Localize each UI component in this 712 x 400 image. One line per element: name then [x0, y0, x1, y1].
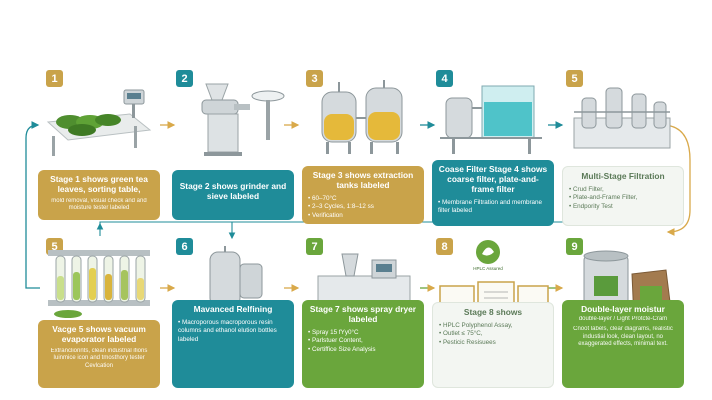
- extraction-tanks-icon: [302, 78, 424, 160]
- stage-title: Coase Filter Stage 4 shows coarse filter…: [438, 165, 548, 195]
- bullet: Outlet ≤ 75°C,: [439, 330, 547, 339]
- stage-title: Multi-Stage Filtration: [569, 172, 677, 182]
- stage-card: Vacge 5 shows vacuum evaporator labeled …: [38, 320, 160, 388]
- bullet: Crud Filter,: [569, 186, 677, 195]
- grinder-sieve-icon: [172, 78, 294, 160]
- stage-subtitle: mold removal, visual check and and moist…: [44, 198, 154, 213]
- stage-card: Stage 3 shows extraction tanks labeled 6…: [302, 166, 424, 224]
- tea-leaves-table-icon: [38, 78, 160, 160]
- stage-title: Mavanced Relfining: [178, 305, 288, 315]
- bullet: Endpority Test: [569, 203, 677, 212]
- bullet: Membrane Filtration and membrane filter …: [438, 199, 548, 216]
- bullet: Verification: [308, 212, 418, 221]
- stage-title: Stage 1 shows green tea leaves, sorting …: [44, 175, 154, 195]
- stage-title: Stage 7 shows spray dryer labeled: [308, 305, 418, 325]
- stage-card: Stage 7 shows spray dryer labeled Spray …: [302, 300, 424, 388]
- stage-bullets: Macroporous macroporous resin columns an…: [178, 319, 288, 345]
- stage-card: Coase Filter Stage 4 shows coarse filter…: [432, 160, 554, 226]
- bullet: Pesticic Resisuees: [439, 339, 547, 348]
- stage-card: Mavanced Relfining Macroporous macroporo…: [172, 300, 294, 388]
- stage-title: Double-layer moistur: [568, 305, 678, 315]
- stage-card: Stage 2 shows grinder and sieve labeled: [172, 170, 294, 220]
- stage-title: Stage 3 shows extraction tanks labeled: [308, 171, 418, 191]
- bullet: Certiffice Size Analysis: [308, 346, 418, 355]
- hplc-badge-label: HPLC Assured: [468, 266, 508, 271]
- bullet: Spray 15 fYy0°C: [308, 329, 418, 338]
- bullet: Parlstuer Content,: [308, 337, 418, 346]
- stage-bullets: Membrane Filtration and membrane filter …: [438, 199, 548, 216]
- stage-card: Stage 1 shows green tea leaves, sorting …: [38, 170, 160, 220]
- stage-card: Double-layer moistur double-layer / Ligh…: [562, 300, 684, 388]
- stage-subtitle-secondary: double-layer / Light Protcte-Cram: [568, 316, 678, 324]
- stage-card: Multi-Stage Filtration Crud Filter, Plat…: [562, 166, 684, 226]
- bullet: 60–70°C: [308, 195, 418, 204]
- filter-tank-icon: [432, 78, 554, 160]
- stage-subtitle: Extranclionnts, clean industrial ifions …: [44, 348, 154, 371]
- stage-subtitle: Cnoot labels, clear diagrams, realistic …: [568, 326, 678, 349]
- stage-bullets: HPLC Polyphenol Assay, Outlet ≤ 75°C, Pe…: [439, 322, 547, 348]
- stage-bullets: Crud Filter, Plate-and-Frame Filter, End…: [569, 186, 677, 212]
- stage-title: Stage 8 shows: [439, 308, 547, 318]
- bullet: Plate-and-Frame Filter,: [569, 194, 677, 203]
- stage-title: Stage 2 shows grinder and sieve labeled: [178, 182, 288, 202]
- stage-title: Vacge 5 shows vacuum evaporator labeled: [44, 325, 154, 345]
- filtration-rack-icon: [562, 78, 684, 160]
- bullet: 2–3 Cycles, 1:8–12 ss: [308, 203, 418, 212]
- stage-bullets: 60–70°C 2–3 Cycles, 1:8–12 ss Verificati…: [308, 195, 418, 221]
- bullet: Macroporous macroporous resin columns an…: [178, 319, 288, 345]
- stage-card: Stage 8 shows HPLC Polyphenol Assay, Out…: [432, 302, 554, 388]
- stage-bullets: Spray 15 fYy0°C Parlstuer Content, Certi…: [308, 329, 418, 355]
- test-tubes-icon: [38, 246, 160, 328]
